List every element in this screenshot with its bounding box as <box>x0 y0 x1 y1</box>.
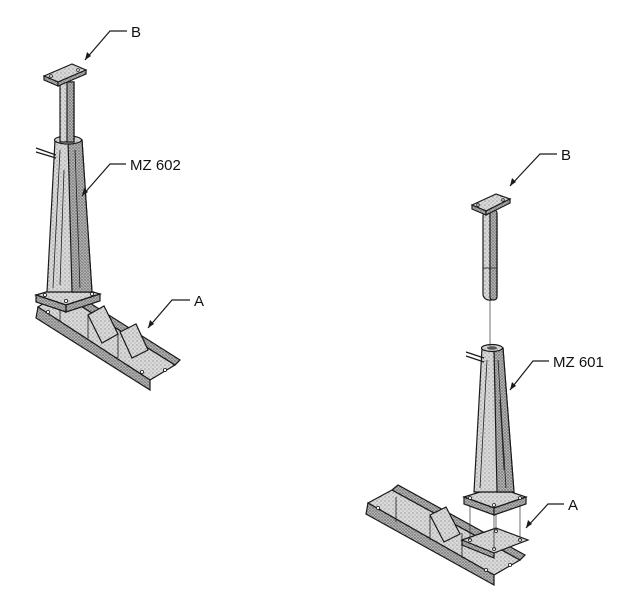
left-upper-tube <box>42 63 88 143</box>
right-column <box>465 343 515 493</box>
left-callout-a: A <box>147 293 204 329</box>
right-callout-a: A <box>525 497 578 529</box>
left-label-a: A <box>194 293 204 310</box>
right-label-a: A <box>568 497 578 514</box>
left-column <box>35 135 93 293</box>
left-label-mz: MZ 602 <box>130 157 181 174</box>
right-upper-tube <box>470 193 512 301</box>
right-callout-b: B <box>509 147 571 187</box>
left-callout-mz: MZ 602 <box>81 157 181 197</box>
right-assembly: B MZ 601 A <box>365 147 604 587</box>
left-assembly: B MZ 602 A <box>33 24 204 392</box>
right-mounting-plate <box>460 527 530 559</box>
right-callout-mz: MZ 601 <box>509 354 604 391</box>
left-label-b: B <box>131 24 141 41</box>
right-label-b: B <box>561 147 571 164</box>
left-callout-b: B <box>84 24 141 61</box>
right-label-mz: MZ 601 <box>553 354 604 371</box>
